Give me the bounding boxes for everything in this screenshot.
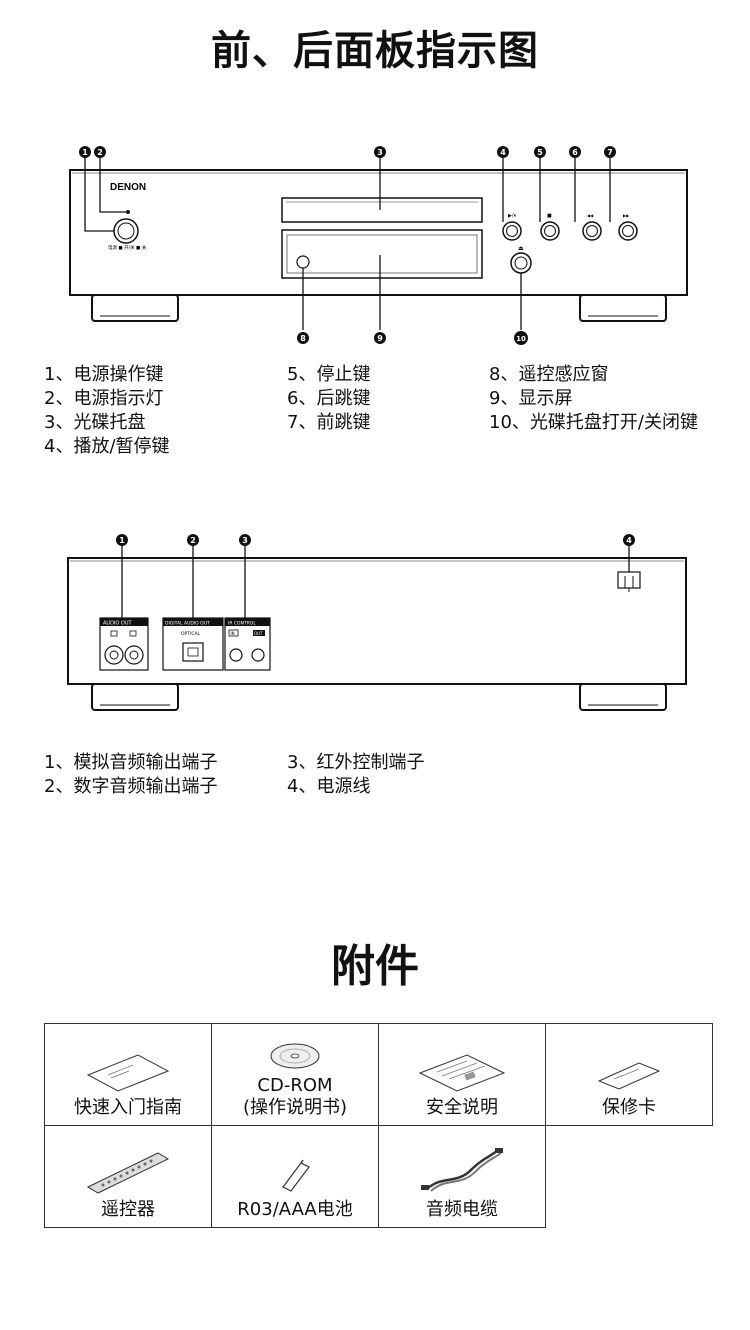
front-legend-col-3: 8、遥控感应窗 9、显示屏 10、光碟托盘打开/关闭键 bbox=[489, 363, 698, 435]
accessories-title: 附件 bbox=[331, 941, 419, 992]
stop-button: ■ bbox=[540, 213, 560, 241]
disc-icon bbox=[270, 1043, 320, 1069]
front-legend-col-2: 5、停止键 6、后跳键 7、前跳键 bbox=[287, 363, 370, 435]
legend-item: 1、电源操作键 bbox=[44, 364, 164, 385]
remote-icon bbox=[86, 1152, 170, 1194]
accessory-quick-guide: 快速入门指南 bbox=[44, 1023, 212, 1126]
legend-item: 7、前跳键 bbox=[287, 412, 371, 433]
callout-2: 2 bbox=[190, 536, 196, 545]
callout-5: 5 bbox=[537, 148, 543, 157]
document-icon bbox=[418, 1054, 506, 1092]
ir-control-terminal: IR CONTROL IN OUT bbox=[224, 617, 271, 671]
callout-4: 4 bbox=[500, 148, 506, 157]
callout-9: 9 bbox=[377, 334, 383, 343]
callout-3: 3 bbox=[377, 148, 383, 157]
rear-callouts: 1 2 3 4 bbox=[116, 534, 635, 546]
svg-text:IN: IN bbox=[231, 631, 235, 636]
svg-text:▶/⏸: ▶/⏸ bbox=[508, 213, 517, 219]
brand-logo: DENON bbox=[110, 182, 146, 193]
accessory-label: 保修卡 bbox=[602, 1097, 656, 1118]
booklet-icon bbox=[86, 1054, 170, 1092]
accessories-table: 快速入门指南 CD-ROM (操作说明书) 安全说明 bbox=[44, 1023, 713, 1228]
legend-item: 4、播放/暂停键 bbox=[44, 436, 170, 457]
callout-1: 1 bbox=[82, 148, 88, 157]
callout-6: 6 bbox=[572, 148, 578, 157]
legend-item: 1、模拟音频输出端子 bbox=[44, 752, 218, 773]
accessory-label: 安全说明 bbox=[426, 1097, 498, 1118]
rear-legend-col-2: 3、红外控制端子 4、电源线 bbox=[287, 751, 424, 799]
accessory-remote: 遥控器 bbox=[44, 1125, 212, 1228]
accessory-label: CD-ROM (操作说明书) bbox=[242, 1075, 348, 1118]
legend-item: 3、红外控制端子 bbox=[287, 752, 425, 773]
remote-sensor bbox=[296, 255, 310, 269]
tray-open-close-button: ⏏ bbox=[510, 245, 532, 274]
legend-item: 6、后跳键 bbox=[287, 388, 371, 409]
rear-legend-col-1: 1、模拟音频输出端子 2、数字音频输出端子 bbox=[44, 751, 217, 799]
legend-item: 9、显示屏 bbox=[489, 388, 573, 409]
rear-panel-diagram: AUDIO OUT DIGITAL AUDIO OUT OPTICAL IR C… bbox=[67, 534, 687, 711]
svg-text:◀◀: ◀◀ bbox=[587, 213, 594, 218]
svg-text:AUDIO OUT: AUDIO OUT bbox=[103, 621, 133, 627]
accessory-label: R03/AAA电池 bbox=[237, 1199, 353, 1220]
legend-item: 2、数字音频输出端子 bbox=[44, 776, 218, 797]
legend-item: 8、遥控感应窗 bbox=[489, 364, 609, 385]
legend-item: 10、光碟托盘打开/关闭键 bbox=[489, 412, 698, 433]
svg-text:■: ■ bbox=[547, 213, 552, 219]
svg-text:OUT: OUT bbox=[254, 631, 263, 636]
accessory-label: 遥控器 bbox=[101, 1199, 155, 1220]
accessory-safety: 安全说明 bbox=[378, 1023, 546, 1126]
accessory-cable: 音频电缆 bbox=[378, 1125, 546, 1228]
front-callouts: 1 2 3 4 5 6 7 8 9 10 bbox=[79, 146, 616, 345]
legend-item: 5、停止键 bbox=[287, 364, 371, 385]
next-button: ▶▶ bbox=[618, 213, 638, 241]
play-pause-button: ▶/⏸ bbox=[502, 213, 522, 241]
svg-text:DIGITAL AUDIO OUT: DIGITAL AUDIO OUT bbox=[165, 621, 210, 627]
accessory-battery: R03/AAA电池 bbox=[211, 1125, 379, 1228]
legend-item: 2、电源指示灯 bbox=[44, 388, 164, 409]
callout-8: 8 bbox=[300, 334, 306, 343]
analog-audio-out-terminal: AUDIO OUT bbox=[99, 617, 149, 671]
page-title: 前、后面板指示图 bbox=[211, 28, 539, 74]
front-panel-diagram: DENON 电源 ■ 开/关 ■ 关 ▶/⏸ ■ ◀◀ ▶▶ ⏏ bbox=[69, 146, 688, 345]
callout-1: 1 bbox=[119, 536, 125, 545]
front-legend-col-1: 1、电源操作键 2、电源指示灯 3、光碟托盘 4、播放/暂停键 bbox=[44, 363, 170, 459]
callout-7: 7 bbox=[607, 148, 613, 157]
accessory-label: 快速入门指南 bbox=[74, 1097, 182, 1118]
prev-button: ◀◀ bbox=[582, 213, 602, 241]
svg-text:▶▶: ▶▶ bbox=[623, 213, 630, 218]
accessory-warranty: 保修卡 bbox=[545, 1023, 713, 1126]
accessory-cd-rom: CD-ROM (操作说明书) bbox=[211, 1023, 379, 1126]
callout-2: 2 bbox=[97, 148, 103, 157]
callout-4: 4 bbox=[626, 536, 632, 545]
svg-text:IR CONTROL: IR CONTROL bbox=[228, 621, 256, 627]
card-icon bbox=[597, 1062, 661, 1090]
accessory-label: 音频电缆 bbox=[426, 1199, 498, 1220]
svg-text:⏏: ⏏ bbox=[518, 245, 524, 252]
digital-audio-out-terminal: DIGITAL AUDIO OUT OPTICAL bbox=[162, 617, 224, 671]
empty-cell bbox=[545, 1125, 713, 1228]
battery-icon bbox=[282, 1159, 310, 1192]
callout-3: 3 bbox=[242, 536, 248, 545]
cable-icon bbox=[421, 1148, 503, 1192]
legend-item: 4、电源线 bbox=[287, 776, 371, 797]
power-button-label: 电源 ■ 开/关 ■ 关 bbox=[108, 244, 147, 251]
svg-text:OPTICAL: OPTICAL bbox=[181, 631, 201, 637]
callout-10: 10 bbox=[516, 335, 526, 343]
legend-item: 3、光碟托盘 bbox=[44, 412, 146, 433]
